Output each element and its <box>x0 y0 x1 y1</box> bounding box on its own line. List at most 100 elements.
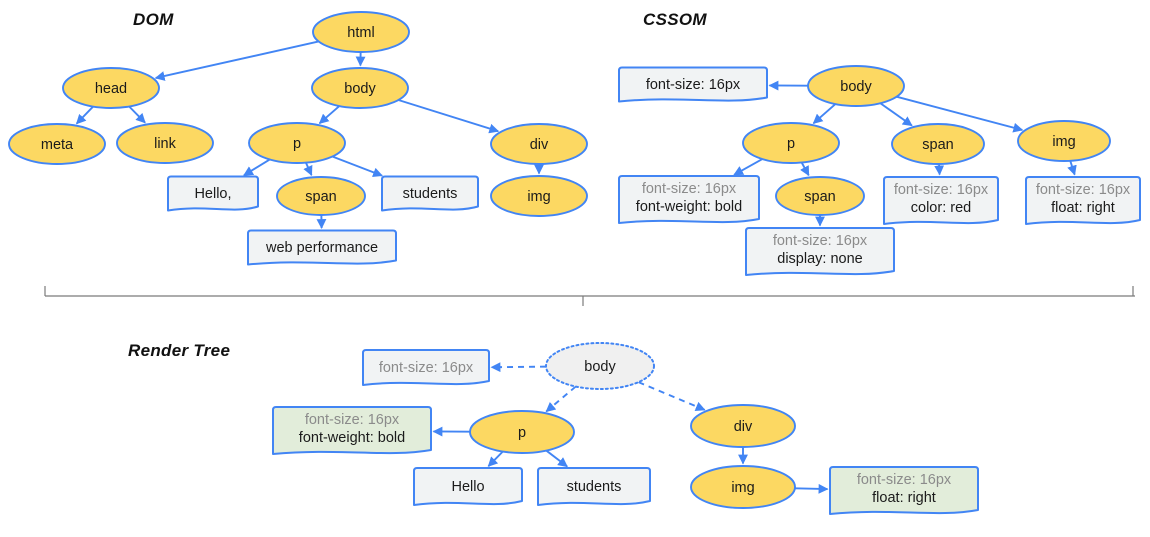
node-label-c-span1: span <box>922 137 953 153</box>
node-label-c-img: img <box>1052 134 1075 150</box>
box-label-c-img-box-1: float: right <box>1051 200 1115 216</box>
node-link[interactable]: link <box>116 122 214 164</box>
node-c-span2[interactable]: span <box>775 176 865 216</box>
node-meta[interactable]: meta <box>8 123 106 165</box>
node-shape-c-span2 <box>775 176 865 216</box>
edge-c-img-to-c-img-box <box>1067 160 1077 176</box>
node-shape-r-body <box>545 342 655 390</box>
box-shape-r-hello <box>413 467 523 506</box>
node-r-div[interactable]: div <box>690 404 796 448</box>
edge-r-p-to-r-students <box>545 449 568 468</box>
edge-c-p-to-c-p-box <box>733 158 763 176</box>
node-shape-c-span1 <box>891 123 985 165</box>
edge-c-p-to-c-span2 <box>800 162 810 177</box>
edge-p-to-students <box>331 155 383 178</box>
node-label-c-body: body <box>840 79 872 95</box>
node-html[interactable]: html <box>312 11 410 53</box>
node-label-link: link <box>154 136 177 152</box>
edge-p-to-span <box>303 162 313 176</box>
node-label-body: body <box>344 81 376 97</box>
box-label-students-0: students <box>403 186 458 202</box>
box-label-r-students-0: students <box>567 479 622 495</box>
box-shape-c-img-box <box>1025 176 1141 225</box>
box-shape-c-span2-box <box>745 227 895 276</box>
node-r-fs-body[interactable]: font-size: 16px <box>362 349 490 386</box>
box-shape-students <box>381 175 479 212</box>
node-c-p[interactable]: p <box>742 122 840 164</box>
edge-html-to-head <box>154 40 319 81</box>
node-shape-c-img <box>1017 120 1111 162</box>
node-label-span: span <box>305 189 336 205</box>
node-label-r-p: p <box>518 425 526 441</box>
node-r-hello[interactable]: Hello <box>413 467 523 506</box>
node-p[interactable]: p <box>248 122 346 164</box>
edge-r-body-to-r-fs-body <box>490 362 547 373</box>
node-r-p-box[interactable]: font-size: 16px font-weight: bold <box>272 406 432 455</box>
edge-r-p-to-r-hello <box>487 450 504 467</box>
node-label-r-body: body <box>584 359 616 375</box>
box-label-c-span1-box-1: color: red <box>911 200 971 216</box>
edge-c-body-to-c-span1 <box>879 102 913 127</box>
edge-body-to-p <box>318 105 340 125</box>
node-label-c-span2: span <box>804 189 835 205</box>
node-r-students[interactable]: students <box>537 467 651 506</box>
box-shape-c-p-box <box>618 175 760 224</box>
node-webperf[interactable]: web performance <box>247 229 397 266</box>
box-label-r-p-box-1: font-weight: bold <box>299 430 405 446</box>
box-label-r-img-box-1: float: right <box>872 490 936 506</box>
node-span[interactable]: span <box>276 176 366 216</box>
node-r-body[interactable]: body <box>545 342 655 390</box>
box-shape-r-students <box>537 467 651 506</box>
node-students[interactable]: students <box>381 175 479 212</box>
node-c-img[interactable]: img <box>1017 120 1111 162</box>
node-div[interactable]: div <box>490 123 588 165</box>
edge-c-body-to-c-img <box>896 95 1024 133</box>
node-label-r-div: div <box>734 419 753 435</box>
node-c-body[interactable]: body <box>807 65 905 107</box>
box-label-hello-0: Hello, <box>194 186 231 202</box>
edge-r-body-to-r-div <box>638 381 706 412</box>
edge-c-body-to-c-p <box>812 103 837 125</box>
node-label-c-p: p <box>787 136 795 152</box>
box-label-r-p-box-0: font-size: 16px <box>305 412 400 428</box>
node-label-meta: meta <box>41 137 74 153</box>
node-body[interactable]: body <box>311 67 409 109</box>
node-shape-c-p <box>742 122 840 164</box>
box-label-r-img-box-0: font-size: 16px <box>857 472 952 488</box>
box-label-c-span2-box-1: display: none <box>777 251 862 267</box>
section-title-render-tree: Render Tree <box>128 341 231 360</box>
box-shape-c-span1-box <box>883 176 999 225</box>
box-shape-r-fs-body <box>362 349 490 386</box>
edge-head-to-meta <box>75 105 94 125</box>
node-c-fs-body[interactable]: font-size: 16px <box>618 66 768 103</box>
node-shape-body <box>311 67 409 109</box>
node-c-span1[interactable]: span <box>891 123 985 165</box>
box-label-c-p-box-0: font-size: 16px <box>642 181 737 197</box>
edge-r-img-to-r-img-box <box>794 483 829 494</box>
box-shape-r-p-box <box>272 406 432 455</box>
node-shape-link <box>116 122 214 164</box>
node-img[interactable]: img <box>490 175 588 217</box>
node-shape-r-p <box>469 410 575 454</box>
box-label-r-hello-0: Hello <box>451 479 484 495</box>
box-shape-webperf <box>247 229 397 266</box>
node-head[interactable]: head <box>62 67 160 109</box>
node-r-img[interactable]: img <box>690 465 796 509</box>
node-r-img-box[interactable]: font-size: 16px float: right <box>829 466 979 515</box>
box-shape-hello <box>167 175 259 212</box>
node-r-p[interactable]: p <box>469 410 575 454</box>
section-title-dom: DOM <box>133 10 174 29</box>
section-title-cssom: CSSOM <box>643 10 707 29</box>
node-hello[interactable]: Hello, <box>167 175 259 212</box>
edge-body-to-div <box>398 99 500 134</box>
box-shape-r-img-box <box>829 466 979 515</box>
node-shape-r-img <box>690 465 796 509</box>
